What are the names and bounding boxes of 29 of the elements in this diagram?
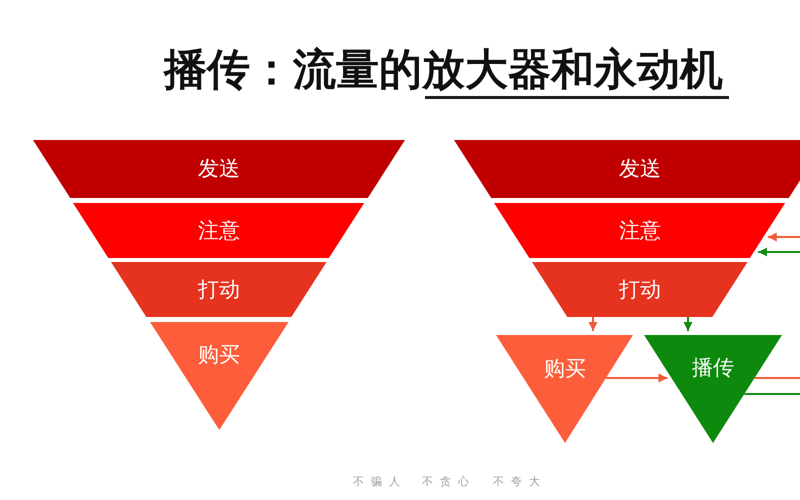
funnel-triangle — [150, 322, 288, 430]
arrow — [768, 232, 800, 242]
funnel-band — [494, 203, 786, 258]
arrow — [606, 374, 668, 382]
stage-label: 购买 — [544, 358, 586, 380]
funnel-band — [454, 140, 800, 198]
funnel-band — [33, 140, 405, 198]
connector-line — [754, 377, 800, 379]
funnel-band — [111, 262, 327, 317]
arrow — [758, 248, 800, 256]
stage-label: 播传 — [692, 358, 734, 378]
stage-label: 发送 — [619, 158, 661, 180]
arrow — [588, 317, 598, 331]
funnel-band — [532, 262, 748, 317]
stage-label: 注意 — [198, 220, 240, 242]
footer-text: 不夸大 — [493, 476, 547, 487]
title: 播传：流量的放大器和永动机 — [164, 47, 723, 94]
stage-label: 打动 — [198, 280, 240, 300]
stage-label: 发送 — [198, 158, 240, 180]
stage-label: 购买 — [198, 344, 240, 366]
funnel-band — [73, 203, 365, 258]
stage-label: 打动 — [618, 280, 661, 300]
funnel-triangle — [644, 335, 782, 443]
footer-text: 不贪心 — [422, 476, 476, 487]
connector-line — [744, 393, 800, 395]
funnel-triangle — [496, 335, 633, 443]
stage-label: 注意 — [618, 220, 661, 242]
arrow — [684, 317, 692, 331]
footer-text: 不骗人 — [353, 476, 407, 487]
